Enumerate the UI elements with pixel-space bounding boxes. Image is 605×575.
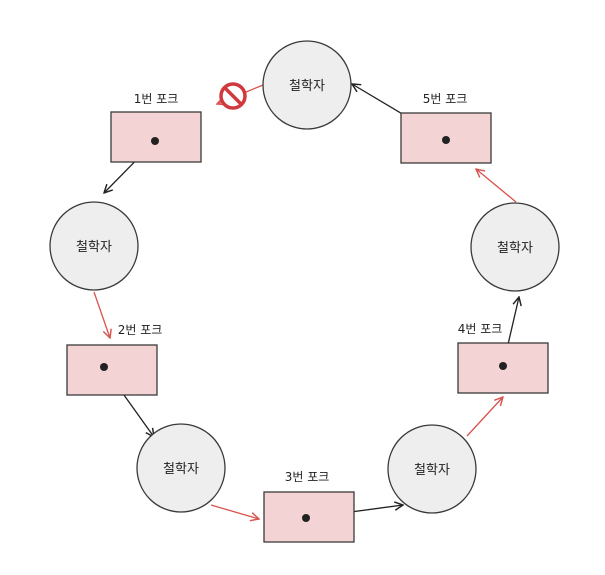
fork-label: 3번 포크 bbox=[285, 470, 330, 484]
fork-f5: 5번 포크 bbox=[400, 92, 492, 164]
fork-dot bbox=[499, 362, 507, 370]
fork-f2: 2번 포크 bbox=[66, 323, 163, 396]
fork-f3: 3번 포크 bbox=[263, 470, 355, 543]
request-arrow-p4-f4 bbox=[466, 397, 503, 437]
philosopher-label: 철학자 bbox=[497, 241, 533, 256]
fork-f4: 4번 포크 bbox=[457, 322, 549, 394]
philosopher-circle bbox=[470, 202, 560, 292]
fork-dot bbox=[151, 137, 159, 145]
philosopher-label: 철학자 bbox=[289, 79, 325, 94]
fork-dot bbox=[302, 514, 310, 522]
icons-layer bbox=[219, 82, 247, 110]
fork-dot bbox=[100, 363, 108, 371]
fork-f1: 1번 포크 bbox=[110, 92, 202, 163]
philosopher-label: 철학자 bbox=[163, 462, 199, 477]
fork-label: 1번 포크 bbox=[134, 92, 179, 106]
fork-label: 5번 포크 bbox=[423, 92, 468, 106]
philosopher-p3: 철학자 bbox=[136, 423, 226, 513]
request-arrow-p3-f3 bbox=[210, 504, 259, 519]
fork-label: 2번 포크 bbox=[118, 323, 163, 337]
request-arrow-p2-f2 bbox=[93, 291, 110, 338]
philosopher-circle bbox=[49, 201, 139, 291]
philosopher-circle bbox=[262, 40, 352, 130]
philosopher-p5: 철학자 bbox=[470, 202, 560, 292]
philosopher-label: 철학자 bbox=[414, 463, 450, 478]
fork-dot bbox=[442, 136, 450, 144]
philosopher-circle bbox=[136, 423, 226, 513]
no-entry-icon bbox=[219, 82, 247, 110]
fork-box bbox=[110, 111, 202, 163]
philosopher-circle bbox=[387, 424, 477, 514]
philosopher-p4: 철학자 bbox=[387, 424, 477, 514]
request-arrow-p5-f5 bbox=[476, 169, 517, 203]
fork-label: 4번 포크 bbox=[458, 322, 503, 336]
fork-box bbox=[66, 344, 158, 396]
philosopher-p2: 철학자 bbox=[49, 201, 139, 291]
philosopher-p1: 철학자 bbox=[262, 40, 352, 130]
philosopher-label: 철학자 bbox=[76, 240, 112, 255]
